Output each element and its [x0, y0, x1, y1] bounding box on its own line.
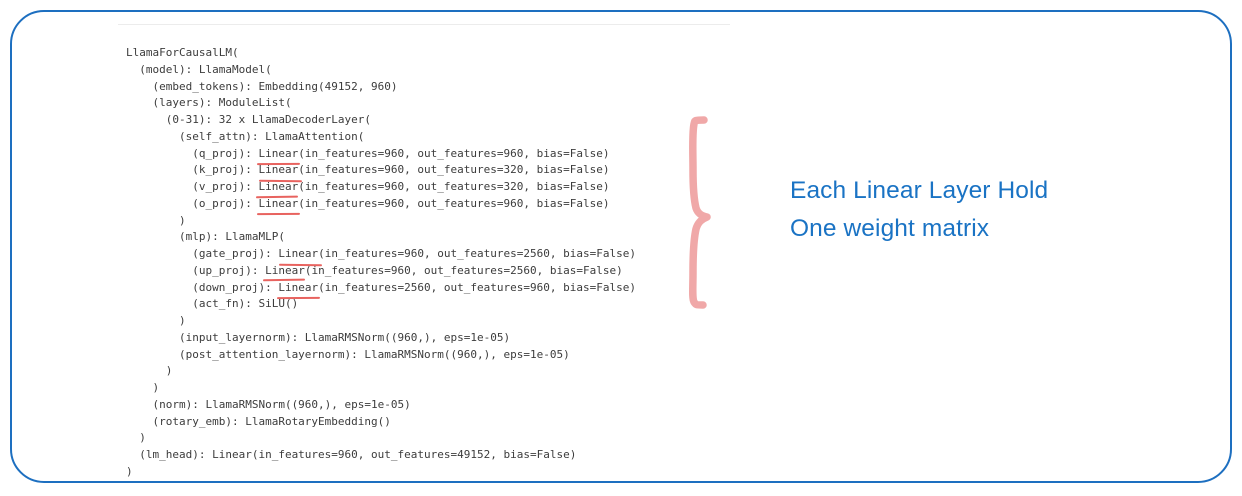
code-line: ) [126, 364, 173, 378]
code-line: ) [126, 213, 186, 227]
code-line: ) [126, 431, 146, 445]
linear-layer-highlight: Linear [258, 146, 298, 163]
code-line: (gate_proj): Linear(in_features=960, out… [126, 246, 636, 263]
code-line: (v_proj): Linear(in_features=960, out_fe… [126, 179, 636, 196]
code-line: (k_proj): Linear(in_features=960, out_fe… [126, 162, 636, 179]
code-line: ) [126, 464, 133, 478]
code-token: LlamaMLP [225, 230, 279, 244]
code-line: (norm): LlamaRMSNorm((960,), eps=1e-05) [126, 397, 411, 411]
code-line: LlamaForCausalLM( [126, 46, 239, 59]
code-line: (model): LlamaModel( [126, 62, 272, 76]
slide-border-frame [10, 10, 1232, 483]
code-line: (post_attention_layernorm): LlamaRMSNorm… [126, 347, 570, 361]
linear-layer-highlight: Linear [278, 246, 318, 263]
code-line: (0-31): 32 x LlamaDecoderLayer( [126, 113, 372, 126]
code-line: (rotary_emb): LlamaRotaryEmbedding() [126, 414, 391, 428]
code-line: (down_proj): Linear(in_features=2560, ou… [126, 280, 636, 297]
code-line: (layers): ModuleList( [126, 96, 292, 110]
annotation-line-2: One weight matrix [790, 215, 990, 242]
code-line: (embed_tokens): Embedding(49152, 960) [126, 79, 398, 93]
code-top-divider [118, 24, 730, 25]
linear-layer-highlight: Linear [278, 280, 318, 297]
code-line: (o_proj): Linear(in_features=960, out_fe… [126, 196, 636, 213]
code-line: (q_proj): Linear(in_features=960, out_fe… [126, 146, 636, 163]
linear-layer-highlight: Linear [258, 179, 298, 196]
code-line: (act_fn): SiLU() [126, 297, 299, 311]
code-line: (mlp): LlamaMLP( [126, 229, 636, 246]
code-line: (self_attn): LlamaAttention( [126, 129, 365, 143]
model-architecture-code: LlamaForCausalLM( (model): LlamaModel( (… [126, 45, 636, 481]
code-line: (lm_head): Linear(in_features=960, out_f… [126, 448, 577, 461]
annotation-text-block: Each Linear Layer Hold One weight matrix [790, 172, 1048, 248]
annotation-line-1: Each Linear Layer Hold [790, 177, 1049, 204]
linear-layer-highlight: Linear [258, 196, 298, 213]
code-line: ) [126, 381, 160, 394]
linear-layer-highlight: Linear [258, 162, 298, 179]
code-line: ) [126, 314, 186, 327]
linear-layer-highlight: Linear [265, 263, 305, 280]
code-line: (up_proj): Linear(in_features=960, out_f… [126, 263, 636, 280]
code-line: (input_layernorm): LlamaRMSNorm((960,), … [126, 330, 511, 344]
